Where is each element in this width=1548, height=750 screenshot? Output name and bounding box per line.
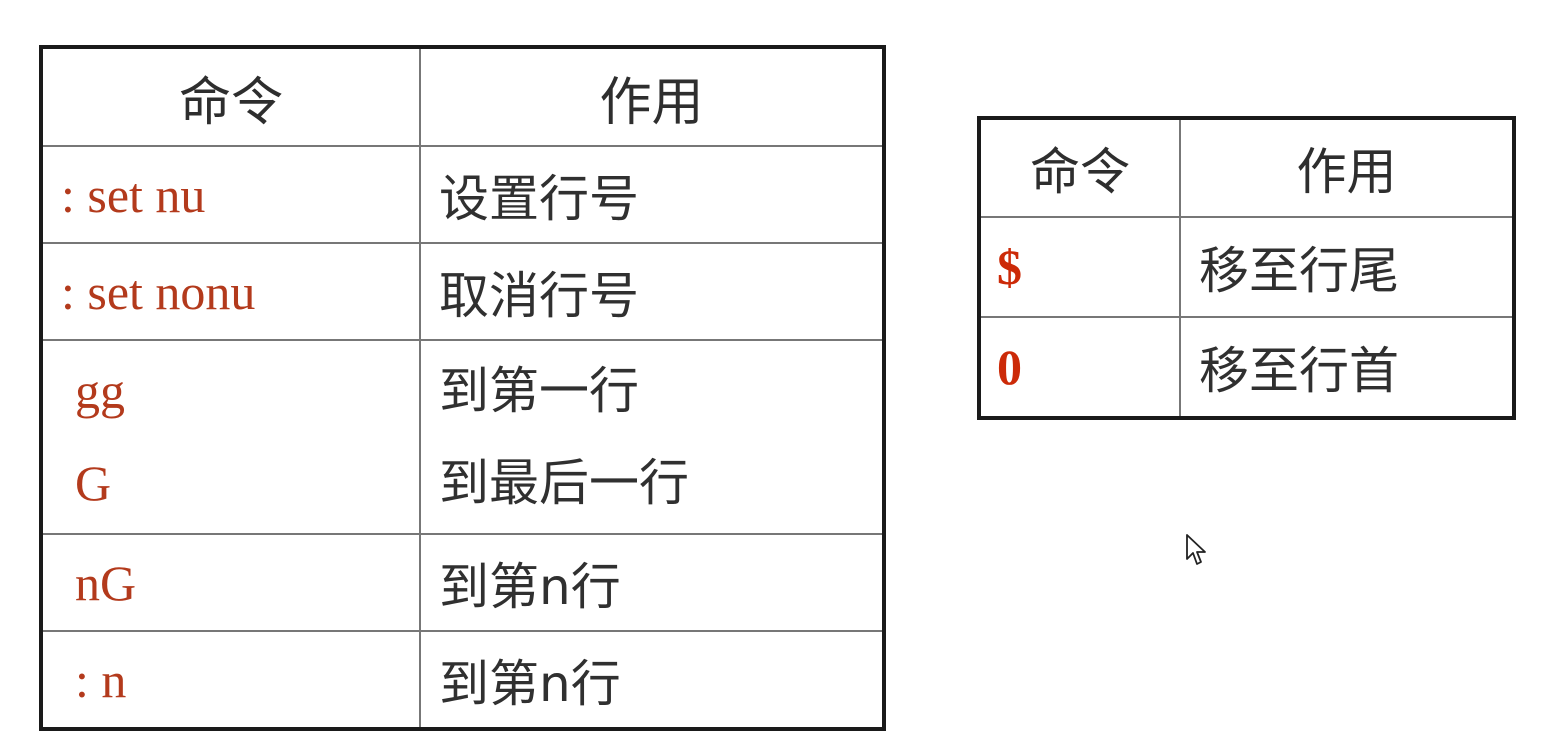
description-cell: 移至行首 xyxy=(1179,316,1515,419)
command-line: G xyxy=(75,455,112,511)
description-cell: 到第一行 到最后一行 xyxy=(419,339,885,535)
command-cell: 0 xyxy=(978,316,1181,419)
table-header-row: 命令 作用 xyxy=(40,46,885,147)
description-line: 到第一行 xyxy=(439,362,639,420)
description-cell: 到第n行 xyxy=(419,533,885,632)
command-cell: : set nu xyxy=(40,145,421,244)
command-cell: gg G xyxy=(40,339,421,535)
description-cell: 移至行尾 xyxy=(1179,216,1515,318)
command-cell: nG xyxy=(40,533,421,632)
header-command: 命令 xyxy=(40,46,421,147)
command-cell: : n xyxy=(40,630,421,730)
table-row: : set nonu 取消行号 xyxy=(40,242,885,341)
command-cell: $ xyxy=(978,216,1181,318)
vim-command-table-left: 命令 作用 : set nu 设置行号 : set nonu 取消行号 gg G… xyxy=(39,45,886,731)
header-function: 作用 xyxy=(1179,117,1515,218)
header-command: 命令 xyxy=(978,117,1181,218)
command-cell: : set nonu xyxy=(40,242,421,341)
table-row: 0 移至行首 xyxy=(978,316,1515,419)
table-row: : n 到第n行 xyxy=(40,630,885,730)
header-function: 作用 xyxy=(419,46,885,147)
vim-command-table-right: 命令 作用 $ 移至行尾 0 移至行首 xyxy=(977,116,1516,420)
table-row: $ 移至行尾 xyxy=(978,216,1515,318)
table-row: : set nu 设置行号 xyxy=(40,145,885,244)
mouse-pointer-icon xyxy=(1186,534,1206,565)
description-line: 到最后一行 xyxy=(439,454,689,512)
table-row: nG 到第n行 xyxy=(40,533,885,632)
description-cell: 取消行号 xyxy=(419,242,885,341)
description-cell: 设置行号 xyxy=(419,145,885,244)
description-cell: 到第n行 xyxy=(419,630,885,730)
table-header-row: 命令 作用 xyxy=(978,117,1515,218)
table-row: gg G 到第一行 到最后一行 xyxy=(40,339,885,535)
command-line: gg xyxy=(75,363,125,419)
